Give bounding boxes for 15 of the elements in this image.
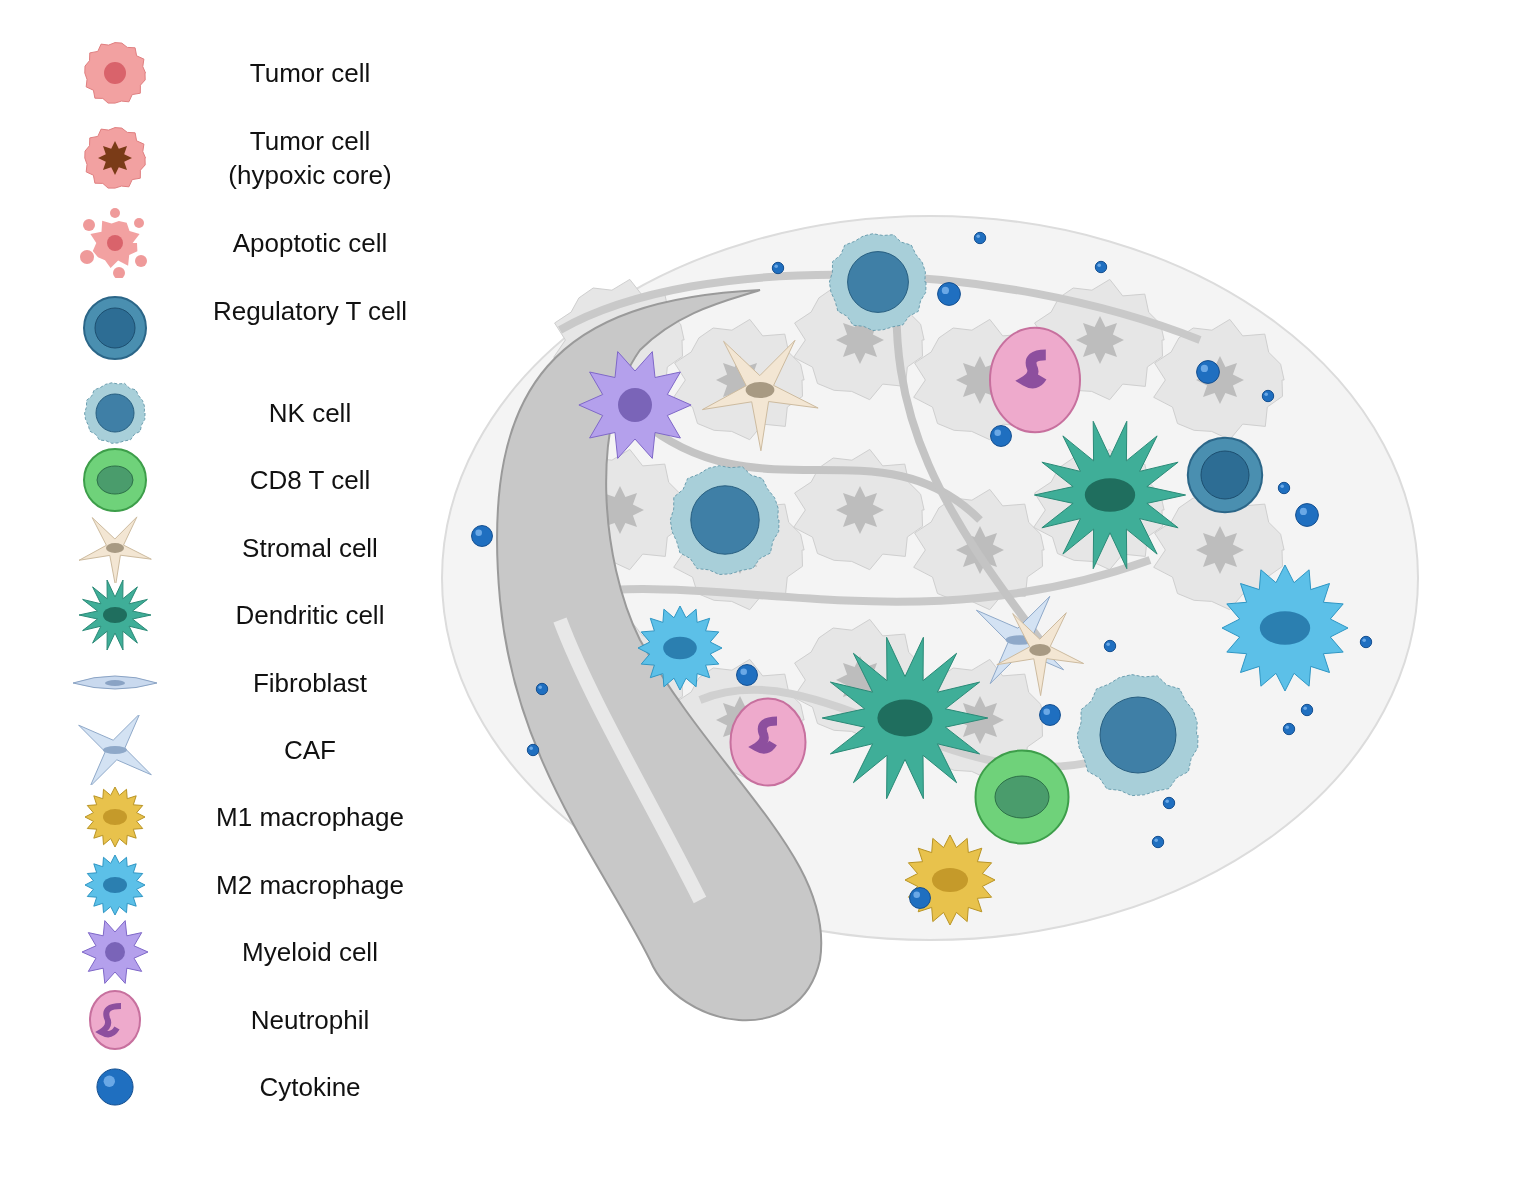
legend-label: Dendritic cell bbox=[234, 599, 386, 632]
legend-label: Cytokine bbox=[258, 1071, 362, 1104]
legend-label: Fibroblast bbox=[251, 667, 369, 700]
legend-label: Neutrophil bbox=[249, 1004, 371, 1037]
legend-label: NK cell bbox=[267, 397, 353, 430]
legend-label: Myeloid cell bbox=[241, 936, 379, 969]
legend-label: M2 macrophage bbox=[215, 869, 405, 902]
legend-label: Apoptotic cell bbox=[231, 227, 389, 260]
legend-label: CD8 T cell bbox=[248, 464, 372, 497]
legend-label: CAF bbox=[283, 734, 337, 767]
legend-label: M1 macrophage bbox=[215, 801, 405, 834]
legend-label: Tumor cell bbox=[248, 57, 372, 90]
legend-label: Regulatory T cell bbox=[211, 295, 409, 328]
legend-label: Stromal cell bbox=[241, 532, 379, 565]
legend-label: Tumor cell (hypoxic core) bbox=[227, 125, 393, 192]
